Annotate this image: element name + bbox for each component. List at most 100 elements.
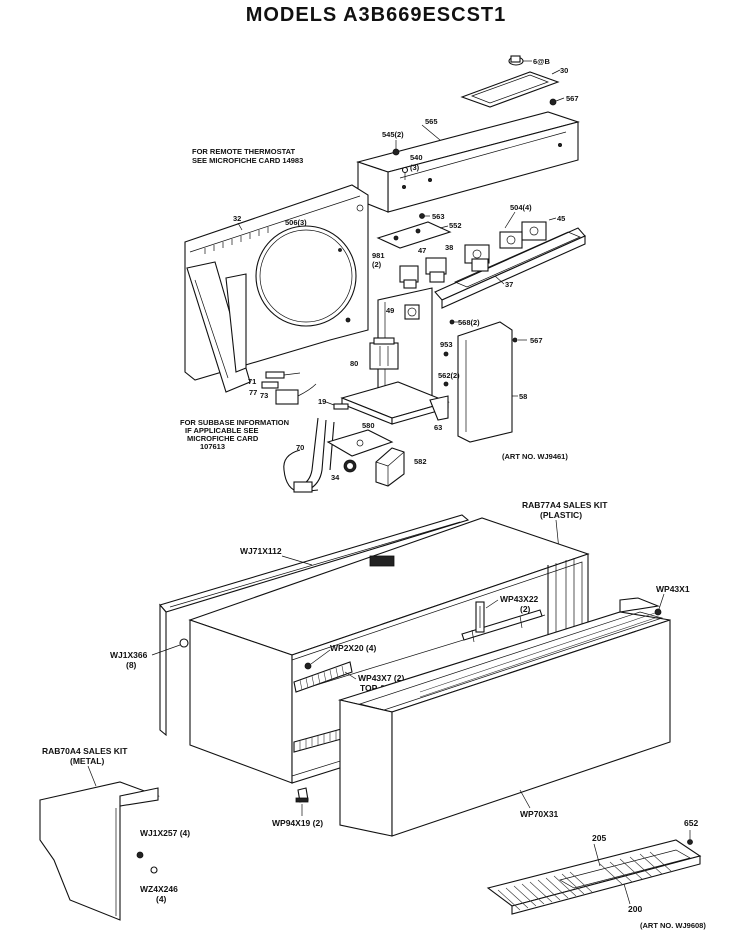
label-652: 652 bbox=[684, 818, 698, 828]
screw-568 bbox=[449, 319, 455, 325]
label-wz4x246: WZ4X246 bbox=[140, 884, 178, 894]
svg-text:MICROFICHE CARD: MICROFICHE CARD bbox=[187, 434, 259, 443]
screws-545 bbox=[392, 140, 409, 180]
svg-text:FOR REMOTE THERMOSTAT: FOR REMOTE THERMOSTAT bbox=[192, 147, 295, 156]
label-wp2x20: WP2X20 (4) bbox=[330, 643, 376, 653]
label-981-qty: (2) bbox=[372, 260, 382, 269]
subbase-note: FOR SUBBASE INFORMATION IF APPLICABLE SE… bbox=[180, 418, 289, 451]
label-wj1x257: WJ1X257 (4) bbox=[140, 828, 190, 838]
capacitor-80 bbox=[369, 337, 399, 370]
switch-component-38 bbox=[464, 244, 490, 272]
screw-652 bbox=[687, 839, 693, 845]
clip-wp94x19 bbox=[295, 787, 309, 803]
top-knob-part bbox=[508, 55, 532, 66]
svg-text:(METAL): (METAL) bbox=[70, 756, 104, 766]
grille-strip-upper bbox=[293, 661, 353, 693]
label-568: 568(2) bbox=[458, 318, 480, 327]
label-32: 32 bbox=[233, 214, 241, 223]
front-panel-wp70x31 bbox=[337, 597, 671, 837]
screw-567-top bbox=[549, 97, 565, 106]
label-wp43x7: WP43X7 (2) bbox=[358, 673, 404, 683]
screw-wj1x366 bbox=[179, 638, 189, 648]
svg-text:RAB77A4 SALES KIT: RAB77A4 SALES KIT bbox=[522, 500, 608, 510]
label-47: 47 bbox=[418, 246, 426, 255]
label-580: 580 bbox=[362, 421, 375, 430]
svg-text:107613: 107613 bbox=[200, 442, 225, 451]
label-582: 582 bbox=[414, 457, 427, 466]
label-540-qty: (3) bbox=[410, 163, 420, 172]
screw-wp2x20 bbox=[304, 662, 312, 670]
top-cover-plate bbox=[460, 69, 561, 108]
label-981: 981 bbox=[372, 251, 385, 260]
front-grille-205 bbox=[486, 839, 702, 915]
label-wj1x366-qty: (8) bbox=[126, 660, 137, 670]
label-19: 19 bbox=[318, 397, 326, 406]
knob-34 bbox=[343, 459, 357, 473]
switch-component-47 bbox=[425, 257, 447, 283]
control-shelf-37 bbox=[434, 227, 586, 309]
label-567-top: 567 bbox=[566, 94, 579, 103]
svg-text:SEE MICROFICHE CARD 14983: SEE MICROFICHE CARD 14983 bbox=[192, 156, 303, 165]
screw-567-mid bbox=[512, 337, 518, 343]
label-73: 73 bbox=[260, 391, 268, 400]
label-506: 506(3) bbox=[285, 218, 307, 227]
control-panel-cover-565 bbox=[356, 111, 580, 213]
label-plate-30: 30 bbox=[560, 66, 568, 75]
label-953: 953 bbox=[440, 340, 453, 349]
bracket-wp43x22 bbox=[475, 601, 485, 633]
label-top-knob: 6@B bbox=[533, 57, 550, 66]
side-bracket-left bbox=[186, 261, 251, 393]
art-no-upper: (ART NO. WJ9461) bbox=[502, 452, 568, 461]
label-545: 545(2) bbox=[382, 130, 404, 139]
switch-component-981 bbox=[399, 265, 419, 289]
label-77: 77 bbox=[249, 388, 257, 397]
label-540: 540 bbox=[410, 153, 423, 162]
label-552: 552 bbox=[449, 221, 462, 230]
switch-component-45 bbox=[499, 217, 557, 249]
part-77 bbox=[261, 381, 279, 389]
screw-wz4x246 bbox=[150, 866, 158, 874]
part-71 bbox=[265, 371, 301, 379]
label-562: 562(2) bbox=[438, 371, 460, 380]
label-38: 38 bbox=[445, 243, 453, 252]
label-504: 504(4) bbox=[510, 203, 532, 212]
label-49: 49 bbox=[386, 306, 394, 315]
power-cord-70 bbox=[283, 417, 335, 493]
part-73-switch bbox=[275, 383, 317, 405]
box-582 bbox=[375, 447, 405, 487]
label-wp70x31: WP70X31 bbox=[520, 809, 559, 819]
label-34: 34 bbox=[331, 473, 340, 482]
label-565: 565 bbox=[425, 117, 438, 126]
art-no-lower: (ART NO. WJ9608) bbox=[640, 921, 706, 930]
svg-text:RAB70A4 SALES KIT: RAB70A4 SALES KIT bbox=[42, 746, 128, 756]
label-205: 205 bbox=[592, 833, 606, 843]
page-title: MODELS A3B669ESCST1 bbox=[245, 4, 507, 26]
label-wj1x366: WJ1X366 bbox=[110, 650, 148, 660]
part-19 bbox=[325, 401, 349, 410]
label-wp43x1: WP43X1 bbox=[656, 584, 690, 594]
frame-gasket-wj71x112 bbox=[159, 514, 470, 737]
base-tray-63 bbox=[340, 381, 450, 425]
label-wj71x112: WJ71X112 bbox=[240, 546, 282, 556]
rab70a4-label: RAB70A4 SALES KIT (METAL) bbox=[42, 746, 128, 787]
screw-563 bbox=[419, 213, 430, 219]
label-63: 63 bbox=[434, 423, 442, 432]
label-wp43x22-qty: (2) bbox=[520, 604, 531, 614]
svg-text:FOR SUBBASE INFORMATION: FOR SUBBASE INFORMATION bbox=[180, 418, 289, 427]
screw-wj1x257 bbox=[136, 851, 144, 859]
metal-side-panel bbox=[39, 781, 160, 921]
svg-text:IF APPLICABLE SEE: IF APPLICABLE SEE bbox=[185, 426, 258, 435]
label-45: 45 bbox=[557, 214, 565, 223]
label-wp94x19: WP94X19 (2) bbox=[272, 818, 323, 828]
label-37: 37 bbox=[505, 280, 513, 289]
label-563: 563 bbox=[432, 212, 445, 221]
label-wp43x22: WP43X22 bbox=[500, 594, 539, 604]
label-70: 70 bbox=[296, 443, 304, 452]
label-567-mid: 567 bbox=[530, 336, 543, 345]
label-58: 58 bbox=[519, 392, 527, 401]
screw-562 bbox=[443, 381, 449, 387]
plate-580 bbox=[326, 429, 394, 457]
svg-text:(PLASTIC): (PLASTIC) bbox=[540, 510, 582, 520]
plate-552 bbox=[376, 221, 452, 249]
